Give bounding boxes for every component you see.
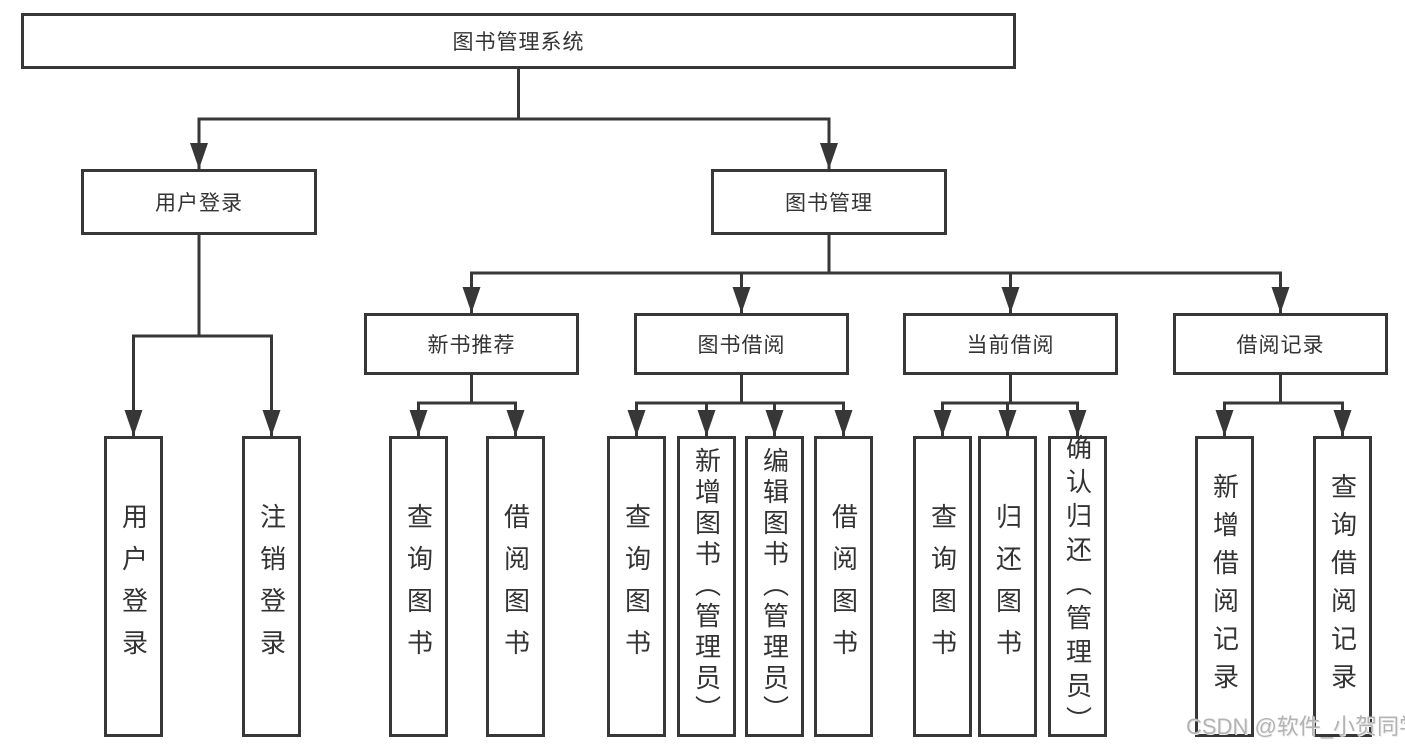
leaf-query-borrow-record-label: 查询借阅记录 [1327,472,1358,701]
leaf-add-book-admin-label: 新增图书（管理员） [691,447,722,726]
node-current-borrow-label: 当前借阅 [966,334,1055,357]
leaf-confirm-return-admin-label: 确认归还（管理员） [1062,433,1093,740]
leaf-query-borrow-record: 查询借阅记录 [1313,436,1372,737]
leaf-user-login: 用户登录 [104,436,163,737]
node-library-system-label: 图书管理系统 [452,31,585,54]
node-new-book-recommend-label: 新书推荐 [427,334,516,357]
leaf-add-book-admin: 新增图书（管理员） [677,436,736,737]
leaf-logout-label: 注销登录 [256,502,287,671]
node-user-login-label: 用户登录 [155,192,243,215]
leaf-logout: 注销登录 [242,436,301,737]
node-borrow-records-label: 借阅记录 [1236,334,1325,357]
leaf-query-books-1-label: 查询图书 [403,502,434,671]
leaf-borrow-books-2-label: 借阅图书 [828,502,859,671]
node-current-borrow: 当前借阅 [903,313,1118,375]
leaf-query-books-1: 查询图书 [389,436,448,737]
leaf-edit-book-admin-label: 编辑图书（管理员） [759,447,790,726]
node-borrow-records: 借阅记录 [1173,313,1388,375]
leaf-query-books-2: 查询图书 [607,436,666,737]
node-book-borrow: 图书借阅 [634,313,849,375]
leaf-borrow-books-1: 借阅图书 [486,436,545,737]
leaf-edit-book-admin: 编辑图书（管理员） [745,436,804,737]
leaf-confirm-return-admin: 确认归还（管理员） [1048,433,1107,740]
leaf-add-borrow-record-label: 新增借阅记录 [1209,472,1240,701]
leaf-return-books-label: 归还图书 [992,502,1023,671]
node-new-book-recommend: 新书推荐 [364,313,579,375]
node-book-borrow-label: 图书借阅 [697,334,786,357]
watermark: CSDN @软件_小贺同学 [1186,714,1405,739]
leaf-query-books-3-label: 查询图书 [927,502,958,671]
leaf-borrow-books-2: 借阅图书 [814,436,873,737]
leaf-user-login-label: 用户登录 [118,502,149,671]
leaf-return-books: 归还图书 [978,436,1037,737]
leaf-borrow-books-1-label: 借阅图书 [500,502,531,671]
node-user-login: 用户登录 [81,169,317,235]
leaf-query-books-3: 查询图书 [913,436,972,737]
node-library-system: 图书管理系统 [21,13,1016,69]
node-book-management-label: 图书管理 [785,192,873,215]
leaf-add-borrow-record: 新增借阅记录 [1195,436,1254,737]
leaf-query-books-2-label: 查询图书 [621,502,652,671]
node-book-management: 图书管理 [711,169,947,235]
